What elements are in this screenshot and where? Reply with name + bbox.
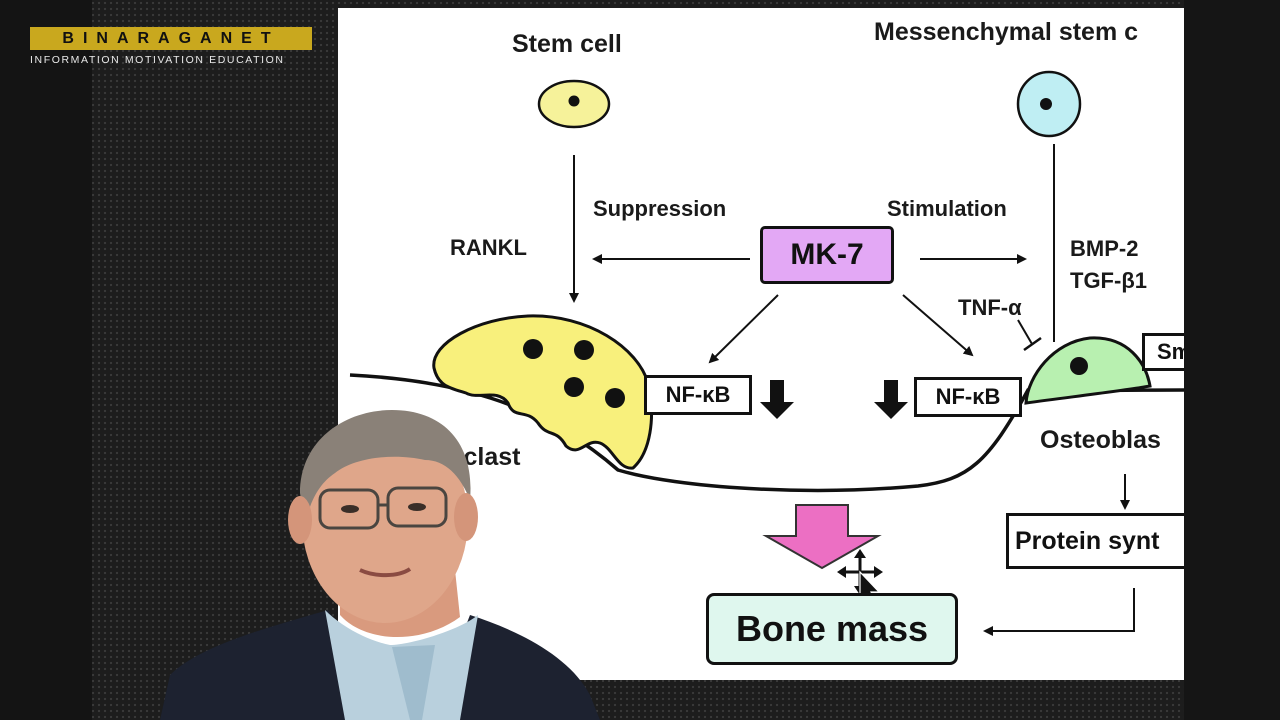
right-border [1184,0,1280,720]
nfkb-left-down-arrow [760,380,794,419]
mk7-box: MK-7 [760,226,894,284]
stimulation-label: Stimulation [887,196,1007,221]
nfkb-right-down-arrow [874,380,908,419]
diagram-slide: Stem cell Messenchymal stem c Suppressio… [338,8,1184,680]
protein-synthesis-box: Protein synt [1006,513,1184,569]
suppression-label: Suppression [593,196,727,221]
tgfb1-label: TGF-β1 [1070,268,1147,293]
diagram-graphics [349,70,1184,636]
logo-tagline: INFORMATION MOTIVATION EDUCATION [30,54,285,66]
stem-cell-label: Stem cell [512,30,622,58]
mesenchymal-stem-cell-label: Messenchymal stem c [874,18,1139,46]
nfkb-left-box: NF-κB [644,375,752,415]
tnf-inhibition-line [1017,319,1042,352]
osteoblast-cell [1024,336,1152,405]
protein-to-bone-mass-arrow [983,588,1135,636]
bmp2-label: BMP-2 [1070,236,1139,261]
logo-bar: BINARAGANET [30,27,312,50]
presenter-webcam [160,410,600,720]
bone-mass-down-arrow [762,504,882,570]
tnfa-label: TNF-α [958,295,1022,320]
mk7-to-osteoblast-arrow [902,294,974,357]
smad-box: Sm [1142,333,1184,371]
mesenchymal-stem-cell-icon [1016,70,1082,138]
nfkb-right-box: NF-κB [914,377,1022,417]
mk7-to-nfkb-left-arrow [708,294,779,364]
osteoclast-cell [432,314,654,470]
rankl-label: RANKL [450,235,527,260]
osteoblast-label: Osteoblas [1040,426,1161,454]
bone-mass-box: Bone mass [706,593,958,665]
stem-cell-icon [537,79,611,129]
left-border [0,0,92,720]
channel-logo: BINARAGANET INFORMATION MOTIVATION EDUCA… [30,27,314,66]
